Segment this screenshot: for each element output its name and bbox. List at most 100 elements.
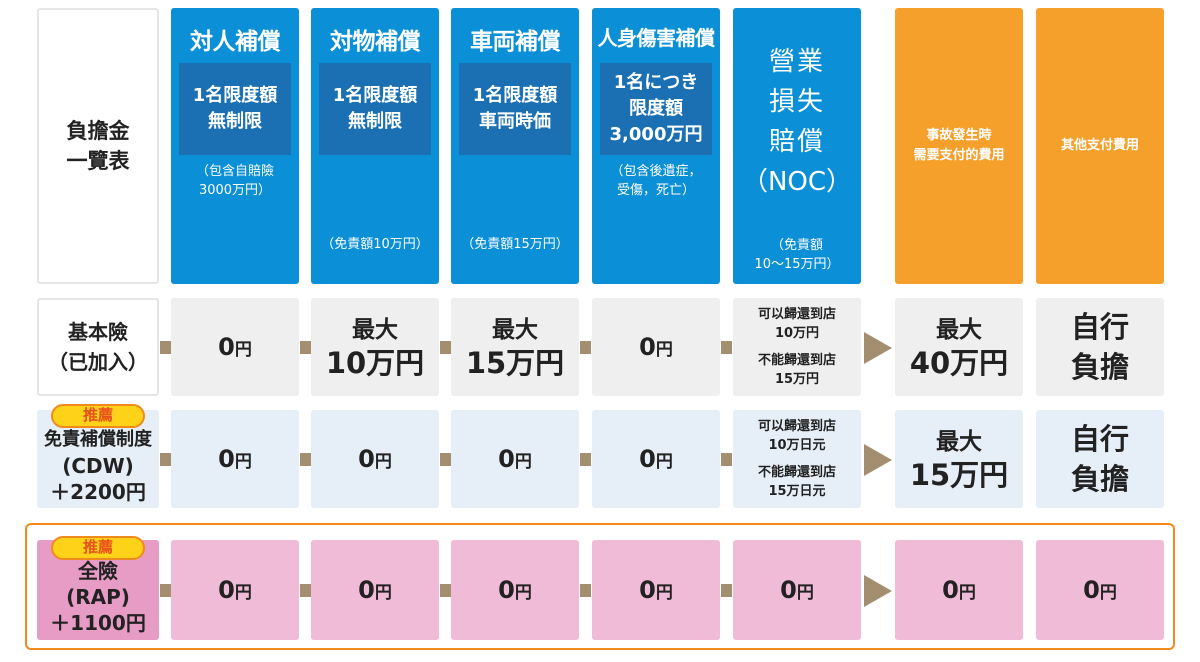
limit-value: 無制限 <box>348 111 402 132</box>
amount: 0円 <box>358 445 392 473</box>
cell-rap-noc: 0円 <box>733 540 861 640</box>
noc-line: 不能歸還到店 <box>757 465 836 480</box>
column-header-property-damage: 対物補償 1名限度額 無制限 （免責額10万円） <box>311 8 439 284</box>
recommended-badge: 推薦 <box>51 404 145 428</box>
cell-rap-bodily: 0円 <box>171 540 299 640</box>
row-label-line: 免責補償制度 <box>44 429 152 450</box>
column-note: （包含自賠險 3000万円） <box>171 162 299 200</box>
row-label-basic: 基本險 （已加入） <box>37 298 159 396</box>
max-label: 最大 <box>492 317 538 343</box>
limit-line: 1名につき <box>613 72 699 93</box>
header-line: 需要支付的費用 <box>913 148 1005 163</box>
limit-line: 1名限度額 <box>472 85 558 106</box>
row-label-line: 基本險 <box>68 320 128 344</box>
noc-title-line: 營業 <box>768 47 825 77</box>
header-line: 事故發生時 <box>926 128 992 143</box>
amount: 0円 <box>1083 576 1117 604</box>
other-line: 負擔 <box>1070 462 1129 496</box>
noc-line: 15万日元 <box>768 484 826 499</box>
cell-basic-bodily: 0円 <box>171 298 299 396</box>
limit-line: 1名限度額 <box>332 85 418 106</box>
connector <box>300 341 311 354</box>
column-title: 人身傷害補償 <box>597 26 716 50</box>
cell-basic-property: 最大 10万円 <box>311 298 439 396</box>
amount: 40万円 <box>909 346 1009 380</box>
cell-cdw-other: 自行 負擔 <box>1036 410 1164 508</box>
cell-cdw-bodily: 0円 <box>171 410 299 508</box>
connector <box>721 584 732 597</box>
cell-basic-vehicle: 最大 15万円 <box>451 298 579 396</box>
connector <box>440 453 451 466</box>
row-label-line: (CDW) <box>62 454 134 478</box>
other-line: 負擔 <box>1070 350 1129 384</box>
column-title: 車両補償 <box>470 29 561 55</box>
cell-rap-total: 0円 <box>895 540 1023 640</box>
column-title: 対物補償 <box>330 29 421 55</box>
amount: 0円 <box>639 445 673 473</box>
connector <box>721 453 732 466</box>
note-line: （包含後遺症， <box>610 164 702 179</box>
connector <box>300 453 311 466</box>
amount: 0円 <box>498 576 532 604</box>
connector <box>160 341 171 354</box>
noc-title-line: 賠償 <box>768 127 825 157</box>
recommended-row-frame <box>25 523 1175 650</box>
other-line: 自行 <box>1070 310 1129 344</box>
connector <box>580 453 591 466</box>
noc-line: 可以歸還到店 <box>757 419 836 434</box>
connector <box>160 584 171 597</box>
connector <box>440 341 451 354</box>
cell-cdw-personal: 0円 <box>592 410 720 508</box>
column-header-vehicle-damage: 車両補償 1名限度額 車両時価 （免責額15万円） <box>451 8 579 284</box>
noc-title-line: （NOC） <box>741 167 853 197</box>
limit-line: 限度額 <box>629 98 683 119</box>
amount: 0円 <box>218 445 252 473</box>
column-header-bodily-injury: 対人補償 1名限度額 無制限 （包含自賠險 3000万円） <box>171 8 299 284</box>
row-label-line: 全險 <box>78 559 118 583</box>
cell-cdw-vehicle: 0円 <box>451 410 579 508</box>
connector <box>160 453 171 466</box>
limit-value: 車両時価 <box>479 111 551 132</box>
amount: 15万円 <box>909 458 1009 492</box>
cell-rap-other: 0円 <box>1036 540 1164 640</box>
row-label-line: ＋2200円 <box>50 480 146 504</box>
column-header-accident-cost: 事故發生時 需要支付的費用 <box>895 8 1023 284</box>
column-header-personal-injury: 人身傷害補償 1名につき 限度額 3,000万円 （包含後遺症， 受傷，死亡） <box>592 8 720 284</box>
arrow-icon <box>864 444 892 476</box>
noc-line: 10万日元 <box>768 438 826 453</box>
amount: 0円 <box>942 576 976 604</box>
amount: 0円 <box>780 576 814 604</box>
row-label-line: ＋1100円 <box>50 611 146 635</box>
note-line: 3000万円） <box>198 183 272 198</box>
other-line: 自行 <box>1070 422 1129 456</box>
connector <box>580 341 591 354</box>
limit-box: 1名限度額 無制限 <box>179 63 291 155</box>
column-note: （免責額 10～15万円） <box>733 236 861 274</box>
amount: 0円 <box>498 445 532 473</box>
column-note: （免責額10万円） <box>321 237 429 252</box>
amount: 0円 <box>639 576 673 604</box>
max-label: 最大 <box>936 429 982 455</box>
table-title-box: 負擔金 一覽表 <box>37 8 159 284</box>
amount: 0円 <box>218 333 252 361</box>
table-title-line2: 一覽表 <box>66 149 130 173</box>
cell-cdw-property: 0円 <box>311 410 439 508</box>
noc-line: 15万円 <box>774 372 820 387</box>
amount: 0円 <box>358 576 392 604</box>
note-line: 受傷，死亡） <box>616 183 695 198</box>
connector <box>440 584 451 597</box>
amount: 0円 <box>218 576 252 604</box>
noc-line: 可以歸還到店 <box>757 307 836 322</box>
cell-cdw-total: 最大 15万円 <box>895 410 1023 508</box>
limit-value: 無制限 <box>208 111 262 132</box>
limit-box: 1名につき 限度額 3,000万円 <box>600 63 712 155</box>
amount: 0円 <box>639 333 673 361</box>
note-line: 10～15万円） <box>754 257 840 272</box>
column-title: 対人補償 <box>190 29 281 55</box>
amount: 15万円 <box>465 346 565 380</box>
arrow-icon <box>864 575 892 607</box>
header-line: 其他支付費用 <box>1060 138 1139 153</box>
limit-line: 1名限度額 <box>192 85 278 106</box>
column-note: （免責額15万円） <box>461 237 569 252</box>
column-note: （包含後遺症， 受傷，死亡） <box>592 162 720 200</box>
